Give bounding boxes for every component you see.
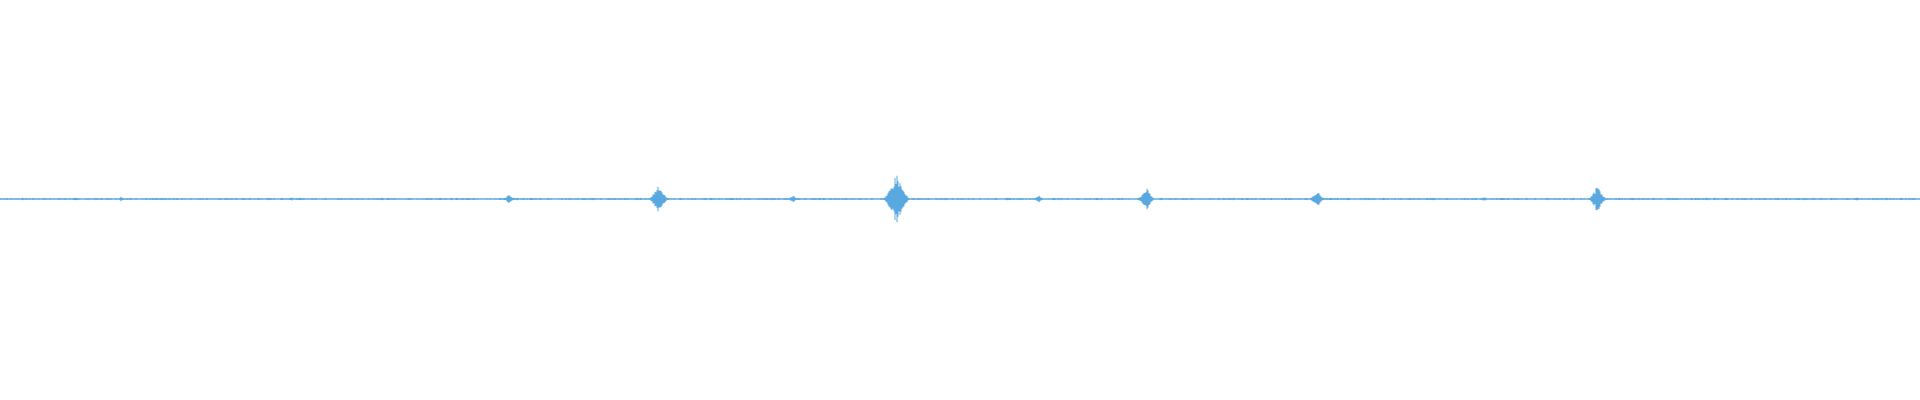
waveform-trace [0, 175, 1920, 223]
